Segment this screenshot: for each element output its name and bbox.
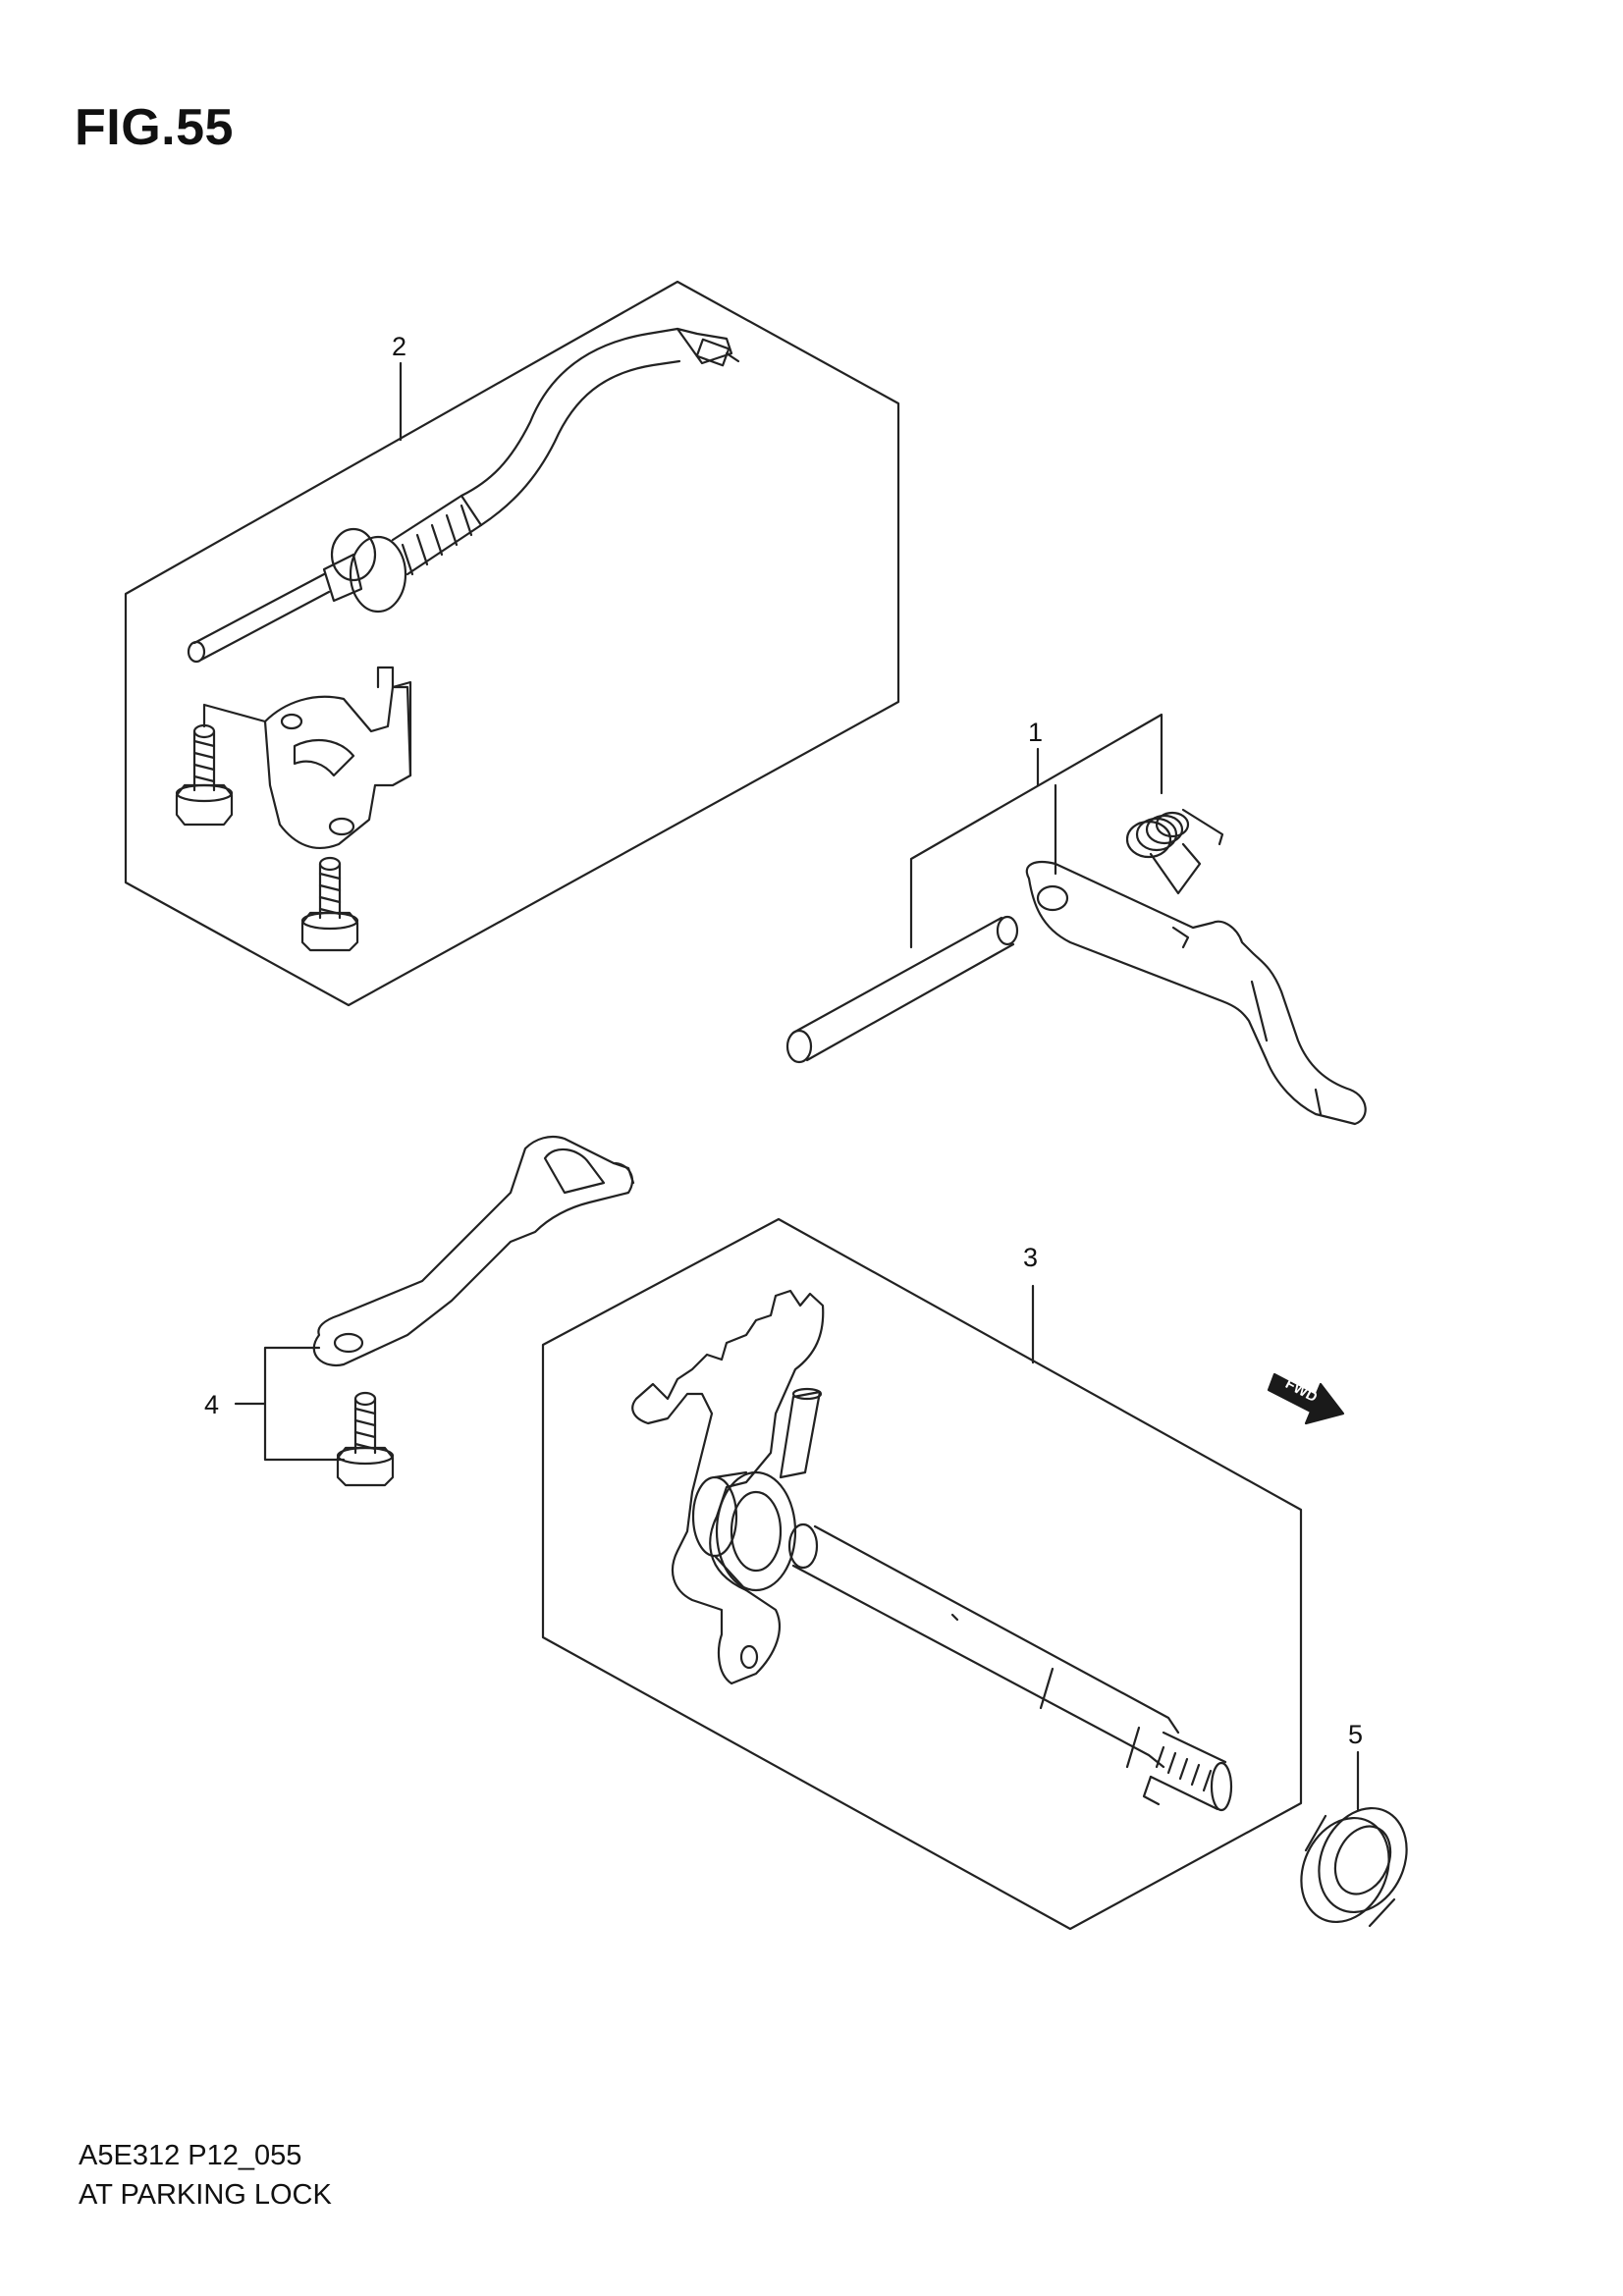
rod-bolt — [336, 1391, 395, 1487]
group-1-bracket — [909, 713, 1163, 949]
reference-code: A5E312 P12_055 — [79, 2140, 302, 2171]
detent-pin — [779, 1387, 823, 1479]
callout-1: 1 — [1028, 718, 1043, 747]
bracket-bolt-1 — [175, 723, 234, 827]
part-group-3 — [541, 1217, 1303, 1931]
parking-lock-cable — [187, 327, 740, 664]
shaft-bushing — [691, 1470, 797, 1592]
cable-bracket — [263, 666, 412, 849]
fwd-direction-marker: FWD — [1267, 1372, 1345, 1425]
part-group-2 — [124, 280, 900, 1007]
parking-lock-lever — [1025, 861, 1367, 1126]
lever-spring — [1125, 808, 1224, 895]
part-group-4 — [234, 1135, 635, 1487]
callout-5: 5 — [1348, 1720, 1363, 1749]
group-4-bracket — [234, 1346, 346, 1462]
bracket-bolt-2 — [300, 856, 359, 952]
detent-plate — [631, 1289, 825, 1685]
manual-shaft — [787, 1522, 1233, 1812]
parking-lock-rod — [312, 1135, 635, 1367]
lever-pin — [785, 915, 1019, 1064]
group-3-outline — [541, 1217, 1303, 1931]
part-5-oil-seal — [1300, 1750, 1408, 1928]
figure-caption: AT PARKING LOCK — [79, 2179, 332, 2211]
callout-2: 2 — [392, 332, 406, 361]
group-2-outline — [124, 280, 900, 1007]
part-group-1 — [785, 713, 1367, 1126]
callout-4: 4 — [204, 1390, 219, 1419]
figure-title: FIG.55 — [75, 99, 234, 156]
callout-3: 3 — [1023, 1243, 1038, 1272]
callout-1-leader — [1036, 747, 1057, 876]
